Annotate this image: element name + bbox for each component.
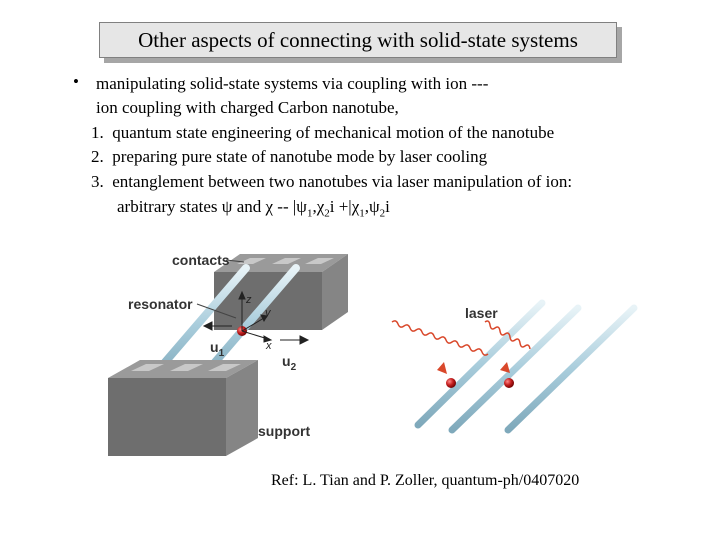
list-item-text: entanglement between two nanotubes via l… bbox=[112, 172, 573, 191]
front-support-block bbox=[108, 360, 258, 456]
list-item-1: 1. quantum state engineering of mechanic… bbox=[91, 121, 554, 145]
label-u2: u2 bbox=[282, 353, 297, 373]
list-item-number: 3. bbox=[91, 172, 104, 191]
back-support-block bbox=[214, 254, 348, 330]
bullet-line-2: ion coupling with charged Carbon nanotub… bbox=[96, 98, 399, 117]
list-item-number: 2. bbox=[91, 147, 104, 166]
states-line: arbitrary states ψ and χ -- |ψ1,χ2i +|χ1… bbox=[117, 197, 390, 220]
list-item-3: 3. entanglement between two nanotubes vi… bbox=[91, 170, 572, 194]
axis-label-y: y bbox=[264, 307, 272, 319]
separate-nanotubes bbox=[414, 299, 638, 434]
reference-citation: Ref: L. Tian and P. Zoller, quantum-ph/0… bbox=[271, 472, 580, 489]
label-u1: u1 bbox=[210, 339, 225, 359]
bullet-line-1: manipulating solid-state systems via cou… bbox=[96, 74, 489, 93]
list-item-number: 1. bbox=[91, 123, 104, 142]
slide-title: Other aspects of connecting with solid-s… bbox=[99, 22, 617, 58]
axis-label-x: x bbox=[265, 340, 272, 352]
bullet-marker: • bbox=[73, 72, 79, 91]
laser-arrowheads bbox=[437, 362, 510, 374]
axis-label-z: z bbox=[245, 294, 252, 306]
list-item-text: preparing pure state of nanotube mode by… bbox=[112, 147, 488, 166]
ion-right-1 bbox=[446, 378, 456, 388]
ion-right-2 bbox=[504, 378, 514, 388]
resonator-pointer bbox=[196, 303, 237, 319]
list-item-text: quantum state engineering of mechanical … bbox=[112, 123, 555, 142]
label-resonator: resonator bbox=[128, 296, 193, 312]
list-item-2: 2. preparing pure state of nanotube mode… bbox=[91, 145, 487, 169]
laser-beams bbox=[391, 320, 531, 356]
label-support: support bbox=[258, 423, 310, 439]
displacement-arrows bbox=[202, 321, 310, 345]
label-contacts: contacts bbox=[172, 252, 230, 268]
label-laser: laser bbox=[465, 305, 498, 321]
ions bbox=[237, 326, 514, 388]
coordinate-axes bbox=[238, 290, 273, 343]
contacts-pointer bbox=[225, 259, 245, 263]
